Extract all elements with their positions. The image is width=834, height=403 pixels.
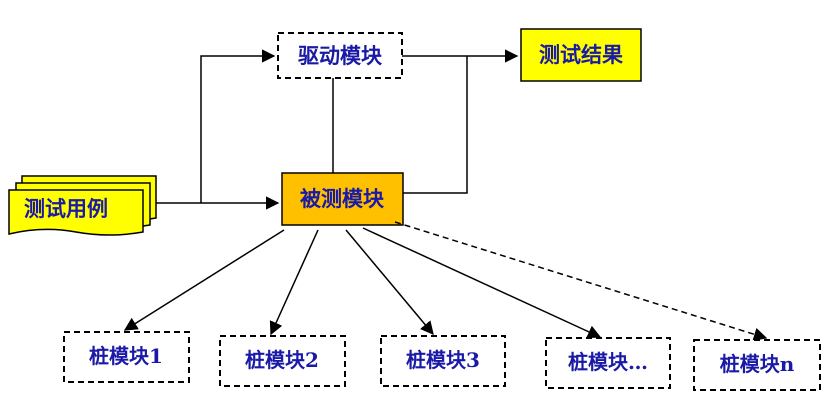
module-under-test-box	[281, 172, 404, 226]
stub-module-3: 桩模块3	[380, 335, 506, 387]
stub-module-n: 桩模块n	[693, 339, 821, 391]
module-under-test-node: 被测模块	[281, 172, 404, 226]
edge-module-to-stub-3	[345, 229, 434, 336]
test-cases-label: 测试用例	[24, 197, 108, 221]
stub-module-2-box	[219, 335, 346, 387]
edge-module-to-stub-n	[394, 221, 768, 341]
test-result-node: 测试结果	[520, 28, 642, 82]
edge-module-to-stub-1	[123, 229, 285, 331]
edge-module-to-stub-2	[269, 229, 319, 336]
module-under-test-label: 被测模块	[300, 187, 385, 211]
test-cases-stack: 测试用例	[8, 175, 157, 236]
stub-module-2: 桩模块2	[219, 335, 346, 387]
test-result-label: 测试结果	[539, 43, 623, 67]
driver-module-label: 驱动模块	[298, 44, 383, 68]
stub-module-4-box	[545, 337, 671, 389]
stub-module-1-label: 桩模块1	[89, 344, 163, 368]
stub-module-3-label: 桩模块3	[406, 348, 480, 372]
driver-module-box	[277, 32, 403, 79]
stub-module-3-box	[380, 335, 506, 387]
edge-module-to-stub-4	[362, 227, 602, 339]
stub-module-1: 桩模块1	[63, 331, 190, 383]
test-case-sheet-front	[8, 189, 144, 236]
stub-module-2-label: 桩模块2	[245, 348, 319, 372]
connectors	[123, 49, 768, 341]
edge-testcases-to-driver	[200, 49, 276, 203]
edge-module-to-result	[403, 56, 468, 194]
stub-module-4-label: 桩模块…	[568, 350, 648, 374]
driver-module-node: 驱动模块	[277, 32, 403, 79]
stub-module-1-box	[63, 331, 190, 383]
test-result-box	[520, 28, 642, 82]
stub-module-n-label: 桩模块n	[720, 352, 795, 376]
stub-module-4: 桩模块…	[545, 337, 671, 389]
stub-module-n-box	[693, 339, 821, 391]
